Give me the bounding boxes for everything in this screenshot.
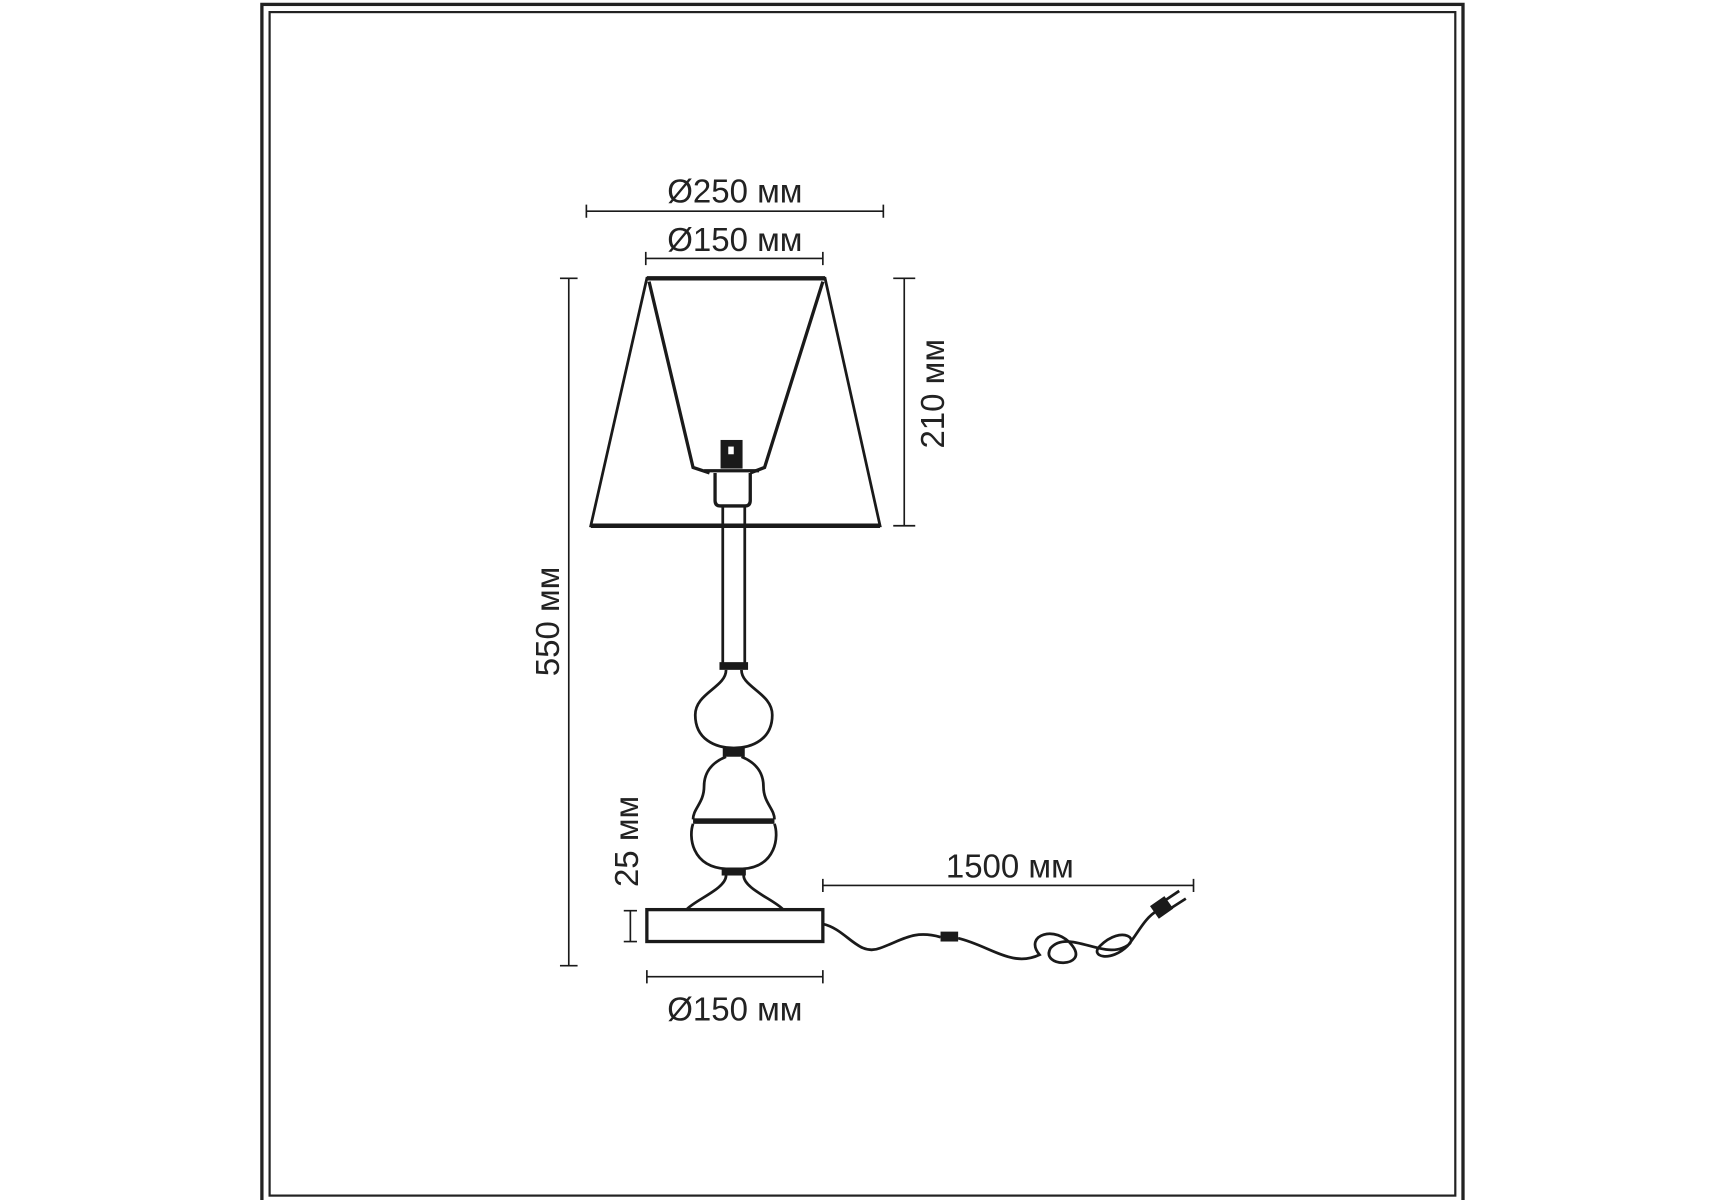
cord-length-label: 1500 мм	[946, 848, 1074, 885]
shade-top-diameter-label: Ø250 мм	[667, 172, 802, 209]
plug-icon	[1150, 889, 1187, 919]
outer-frame	[260, 2, 1465, 1200]
base-height-label: 25 мм	[608, 796, 645, 887]
base-diameter-label: Ø150 мм	[667, 991, 802, 1028]
power-cord	[822, 889, 1187, 965]
dimension-lines	[559, 204, 1195, 984]
lamp-base	[645, 907, 825, 944]
total-height-label: 550 мм	[529, 567, 566, 677]
shade-height-label: 210 мм	[914, 339, 951, 449]
switch-icon	[940, 931, 959, 942]
lamp-body	[683, 504, 787, 911]
lamp-shade	[589, 276, 882, 528]
shade-bottom-diameter-label: Ø150 мм	[667, 221, 802, 258]
inner-frame	[268, 10, 1457, 1197]
